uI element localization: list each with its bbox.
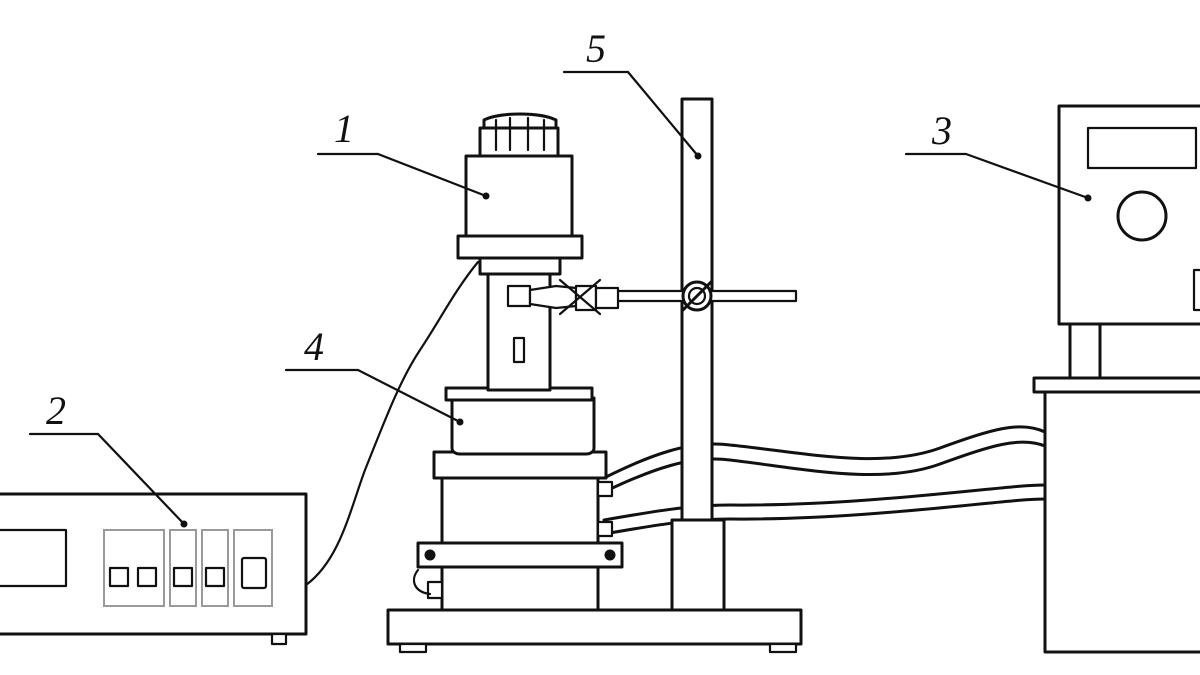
stand-base: [386, 608, 803, 654]
ultrasonic-generator: [0, 492, 308, 646]
reaction-vessel: [444, 386, 596, 456]
signal-cable: [304, 260, 480, 587]
label-3-text: 3: [931, 108, 952, 153]
hose-lower: [602, 483, 1047, 536]
ultrasonic-transducer: [456, 112, 584, 392]
label-4-text: 4: [304, 324, 324, 369]
thermostat: [1032, 104, 1200, 654]
label-2-text: 2: [46, 388, 66, 433]
stand-rod: [670, 97, 726, 612]
label-4: 4: [284, 324, 464, 426]
label-2: 2: [28, 388, 188, 528]
label-1-text: 1: [334, 106, 354, 151]
label-1: 1: [316, 106, 490, 200]
label-5-text: 5: [586, 26, 606, 71]
reactor-jacket: [412, 450, 624, 612]
hose-upper: [602, 425, 1047, 494]
label-5: 5: [562, 26, 702, 160]
label-3: 3: [904, 108, 1092, 202]
clamp-arm: [506, 278, 798, 316]
